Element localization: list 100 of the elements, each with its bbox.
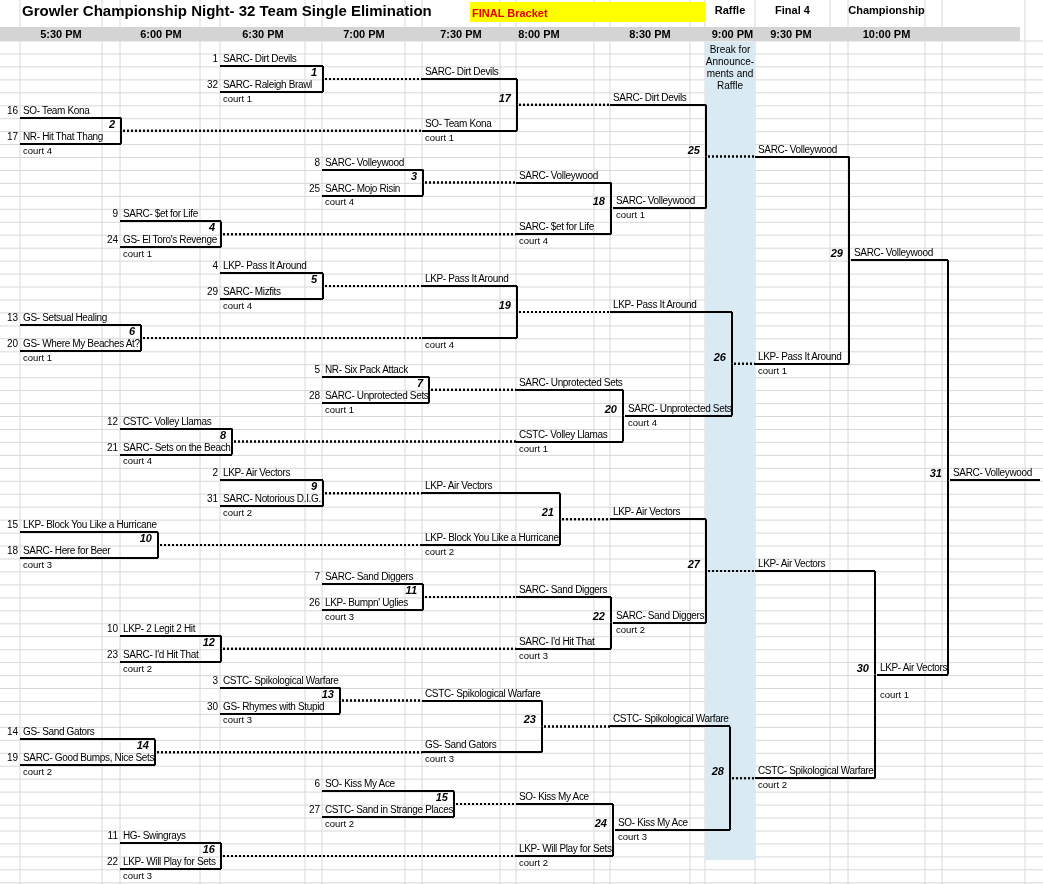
- time-header: 9:00 PM: [710, 28, 755, 40]
- seed-number: 10: [105, 622, 118, 635]
- seed-number: 24: [105, 234, 118, 247]
- seed-number: 31: [205, 493, 218, 506]
- column-header: Final 4: [774, 4, 811, 16]
- match-number: 11: [404, 583, 417, 596]
- seed-number: 7: [313, 571, 320, 583]
- bracket-slot: SARC- Volleywood: [516, 169, 611, 184]
- bracket-slot: CSTC- Volley Llamas: [120, 415, 232, 430]
- bracket-line: [154, 751, 423, 767]
- bracket-line: [874, 673, 878, 780]
- match-number: 16: [201, 842, 215, 855]
- bracket-slot: SARC- Volleywood: [950, 467, 1040, 482]
- bracket-slot: LKP- 2 Legit 2 Hit: [120, 622, 221, 637]
- bracket-line: [729, 777, 756, 831]
- bracket-slot: LKP- Air Vectors: [610, 506, 706, 521]
- bracket-slot: SARC- I'd Hit That: [516, 635, 611, 650]
- court-label: court 2: [616, 623, 646, 636]
- court-label: court 2: [123, 662, 153, 675]
- seed-number: 19: [5, 752, 18, 765]
- court-label: court 3: [325, 610, 355, 623]
- bracket-slot: CSTC- Spikological Warfare: [422, 687, 542, 702]
- match-number: 30: [855, 661, 869, 674]
- match-number: 8: [218, 428, 226, 441]
- court-label: court 2: [758, 779, 788, 792]
- court-label: court 1: [616, 209, 646, 222]
- match-number: 7: [415, 376, 423, 389]
- seed-number: 16: [5, 104, 18, 117]
- court-label: court 1: [325, 403, 355, 416]
- match-number: 15: [434, 791, 448, 804]
- bracket-slot: SARC- Sand Diggers: [516, 583, 611, 598]
- seed-number: 32: [205, 78, 218, 91]
- court-label: court 4: [325, 196, 355, 209]
- bracket-slot: GS- Where My Beaches At?: [20, 337, 141, 352]
- bracket-line: [848, 155, 852, 262]
- bracket-line: [322, 285, 423, 301]
- bracket-slot: CSTC- Spikological Warfare: [610, 713, 730, 728]
- bracket-slot: GS- Setsual Healing: [20, 312, 141, 326]
- bracket-slot: SARC- Dirt Devils: [220, 53, 323, 67]
- court-label: court 1: [123, 248, 153, 261]
- court-label: court 4: [223, 300, 253, 313]
- seed-number: 20: [5, 337, 18, 350]
- court-label: court 3: [123, 869, 153, 882]
- match-number: 26: [712, 350, 726, 363]
- seed-number: 5: [313, 363, 320, 376]
- bracket-slot: SARC- Volleywood: [322, 156, 423, 171]
- court-label: court 3: [618, 831, 648, 843]
- bracket-slot: SARC- Notorious D.I.G.: [220, 493, 323, 508]
- court-label: court 1: [425, 131, 455, 144]
- bracket-slot: CSTC- Spikological Warfare: [220, 674, 340, 689]
- match-number: 20: [603, 402, 617, 415]
- match-number: 21: [540, 506, 554, 519]
- bracket-line: [731, 362, 756, 417]
- bracket-slot: SARC- Raleigh Brawl: [220, 78, 323, 93]
- bracket-slot: LKP- Will Play for Sets: [120, 855, 221, 870]
- seed-number: 2: [211, 467, 218, 480]
- bracket-line: [231, 440, 517, 456]
- bracket-line: [339, 699, 423, 715]
- bracket-line: [220, 233, 517, 249]
- bracket-slot: GS- Sand Gators: [422, 739, 542, 754]
- court-label: court 4: [425, 338, 455, 351]
- court-label: court 1: [519, 442, 549, 455]
- match-number: 19: [497, 299, 511, 312]
- seed-number: 4: [211, 260, 218, 273]
- bracket-slot: LKP- Pass It Around: [610, 299, 732, 314]
- bracket-slot: SARC- Dirt Devils: [610, 91, 706, 106]
- court-label: court 4: [123, 455, 153, 468]
- seed-number: 28: [307, 389, 320, 402]
- bracket-line: [874, 570, 878, 676]
- match-number: 24: [593, 817, 607, 830]
- seed-number: 21: [105, 441, 118, 454]
- bracket-slot: CSTC- Sand in Strange Places: [322, 804, 454, 819]
- match-number: 10: [138, 532, 152, 545]
- bracket-slot: SARC- Here for Beer: [20, 545, 158, 560]
- match-number: 6: [127, 324, 135, 337]
- bracket-line: [428, 388, 517, 404]
- bracket-slot: CSTC- Spikological Warfare: [755, 765, 875, 780]
- seed-number: 1: [211, 53, 218, 65]
- column-header: Raffle: [713, 4, 747, 16]
- bracket-line: [947, 259, 951, 482]
- bracket-line: [610, 207, 614, 236]
- court-label: court 2: [519, 856, 549, 869]
- court-label: court 4: [519, 235, 549, 248]
- seed-number: 11: [106, 830, 118, 842]
- court-label: court 2: [425, 546, 455, 559]
- bracket-slot: LKP- Will Play for Sets: [516, 842, 613, 857]
- time-header: 7:30 PM: [439, 28, 483, 40]
- bracket-line: [705, 155, 756, 210]
- bracket-slot: LKP- Pass It Around: [220, 260, 323, 275]
- banner: FINAL Bracket: [470, 2, 705, 22]
- bracket-line: [848, 259, 852, 365]
- seed-number: 3: [211, 674, 218, 687]
- bracket-slot: SO- Team Kona: [20, 104, 121, 119]
- bracket-line: [453, 803, 517, 819]
- match-number: 3: [409, 169, 417, 182]
- bracket-line: [422, 181, 517, 197]
- bracket-slot: SARC- Volleywood: [851, 247, 948, 262]
- court-label: court 2: [325, 818, 355, 831]
- bracket-slot: GS- Rhymes with Stupid: [220, 700, 340, 715]
- court-label: court 3: [519, 649, 549, 662]
